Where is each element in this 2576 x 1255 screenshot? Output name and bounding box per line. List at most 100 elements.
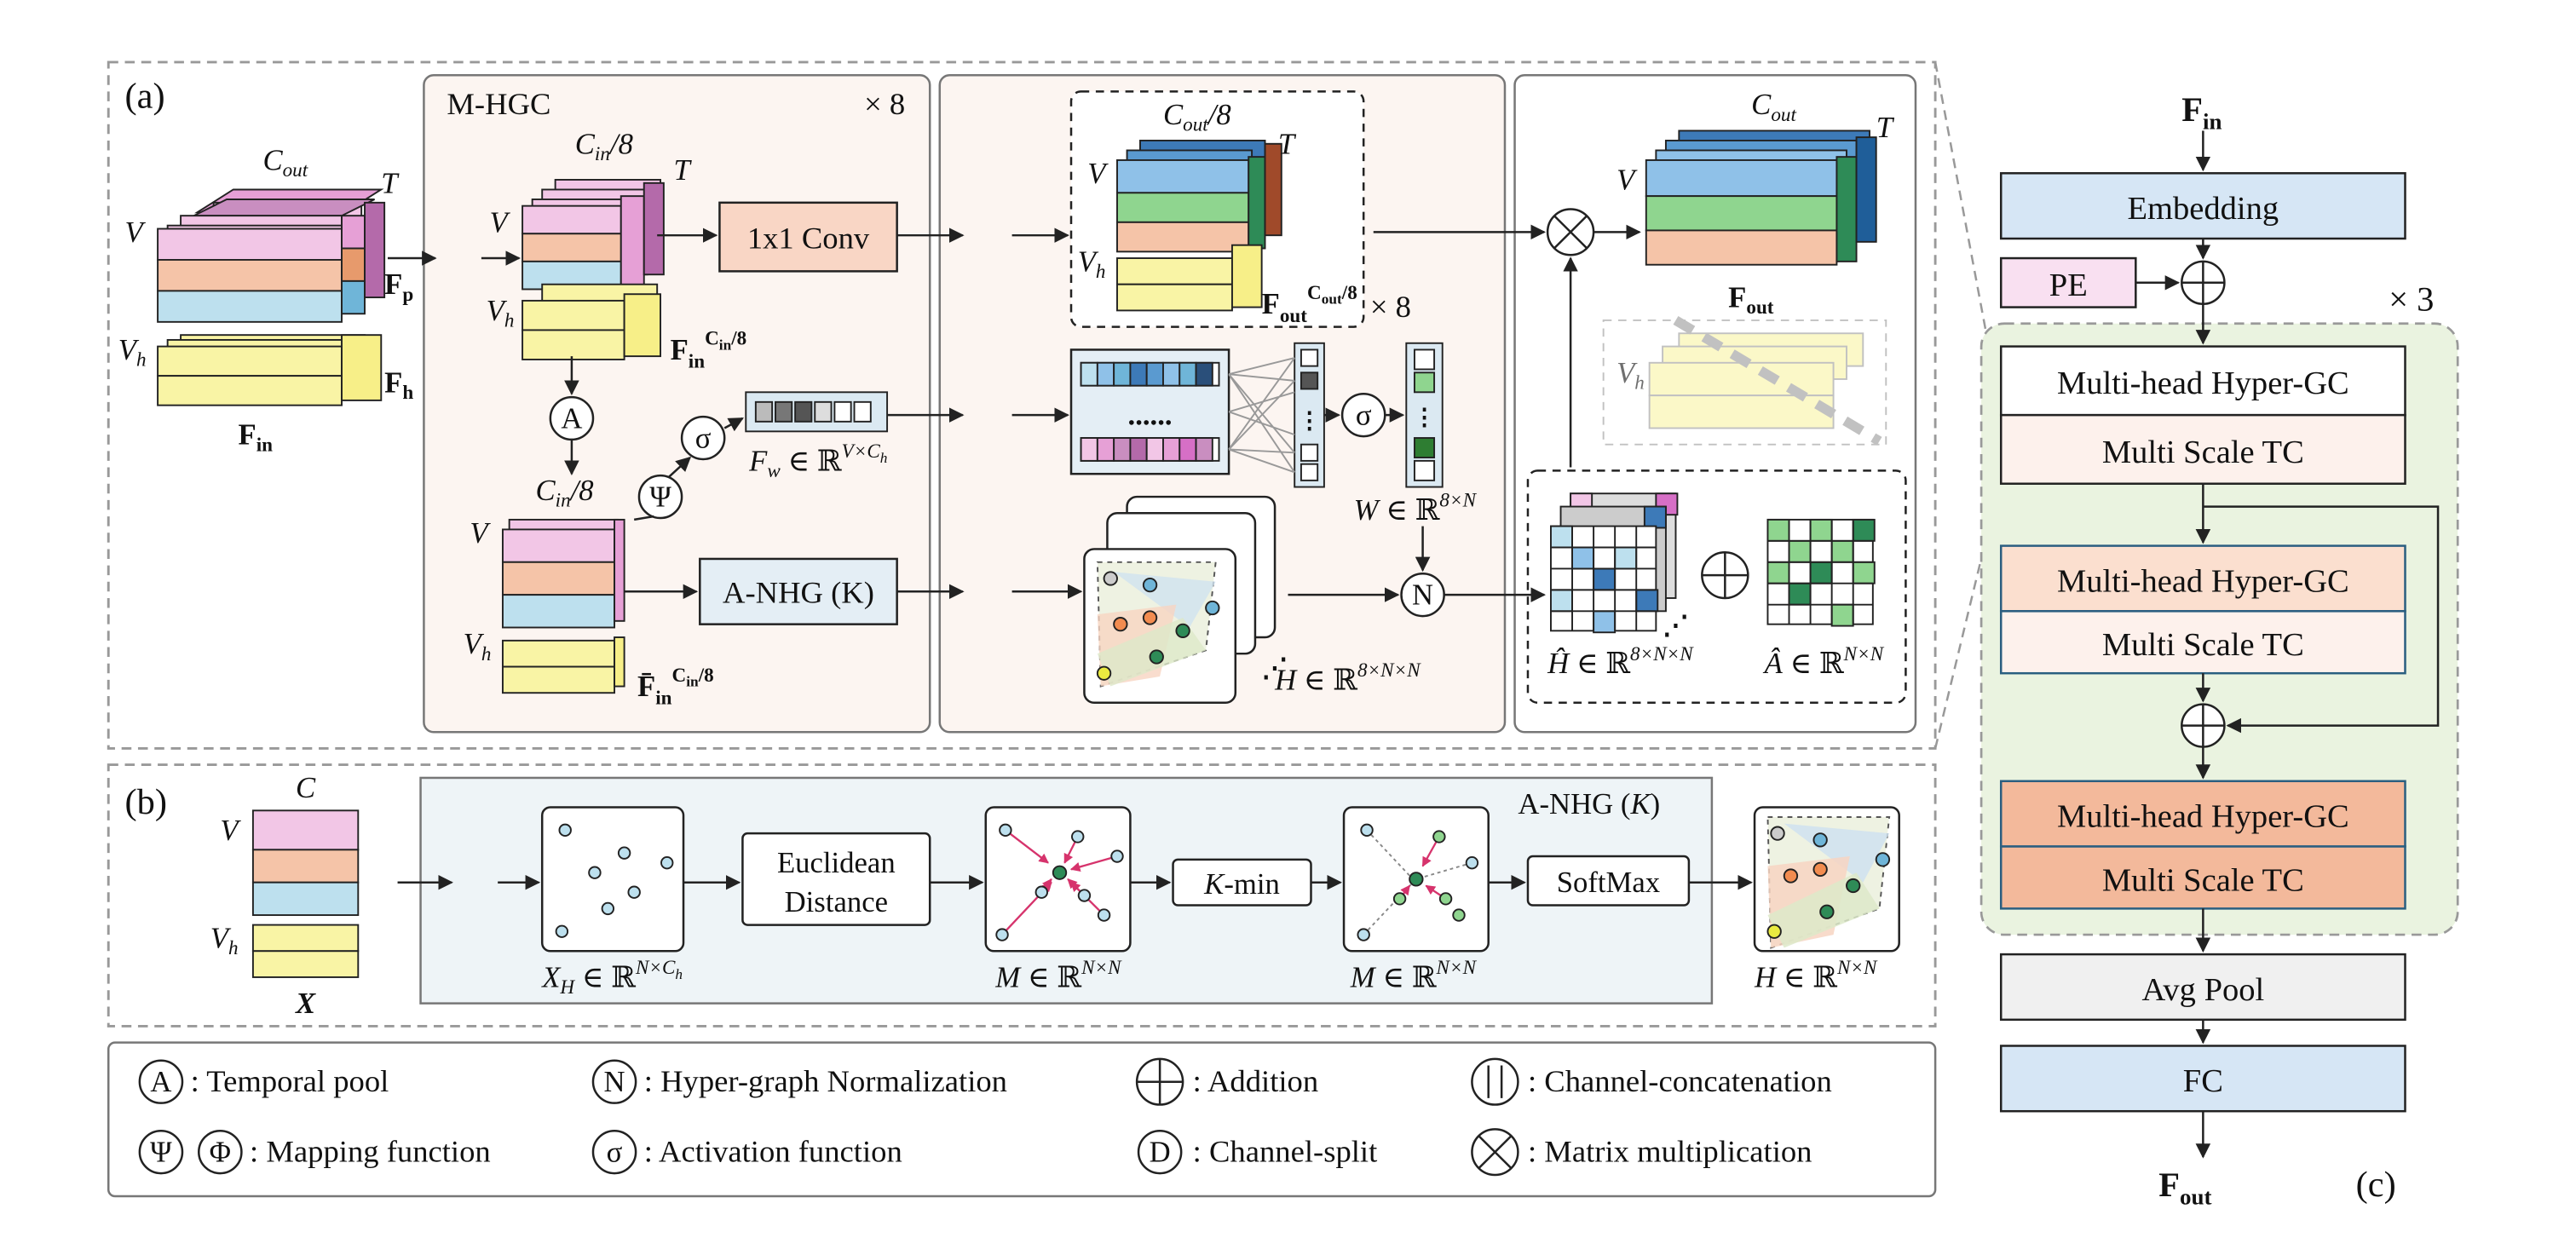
embedding-label: Embedding: [2128, 191, 2279, 227]
input-c-label: Cout: [262, 145, 308, 181]
split-fin-label: FinCin/8: [671, 327, 747, 372]
discarded-vh-label: Vh: [1616, 357, 1645, 394]
svg-text:A: A: [150, 1066, 171, 1098]
discarded-vh-tensor: Vh: [1602, 315, 1887, 446]
pooled-v-label: V: [470, 517, 491, 550]
svg-text:N: N: [1412, 579, 1433, 612]
mhgc-title: M-HGC: [447, 86, 550, 121]
x-c-label: C: [296, 772, 316, 804]
svg-text:σ: σ: [607, 1137, 623, 1169]
pe-label: PE: [2049, 268, 2088, 303]
weight-grid: ...... ⋮ × 8 σ ⋮ W ∈ ℝ8×N: [1069, 289, 1478, 527]
kmin-label: K-min: [1203, 868, 1280, 901]
fout8-tensor: Cout/8 T V Vh FoutCout/8: [1078, 99, 1357, 326]
panel-b-tag: (b): [125, 782, 167, 822]
split-t-label: T: [673, 154, 692, 187]
block1-tc: [1999, 413, 2406, 485]
svg-text:σ: σ: [695, 423, 712, 455]
svg-text:: Matrix multiplication: : Matrix multiplication: [1528, 1134, 1812, 1169]
svg-text:: Channel-split: : Channel-split: [1193, 1134, 1378, 1169]
panel-a: (a) Cout T V Vh Fp Fh Fin D M-HGC × 8: [107, 60, 1937, 750]
conv-box: [718, 201, 898, 273]
panel-c-fin: Fin: [2181, 90, 2222, 134]
legend-item-temporal-pool: A : Temporal pool: [138, 1059, 389, 1104]
svg-text:Φ: Φ: [210, 1137, 231, 1169]
fout8-vh-label: Vh: [1078, 245, 1106, 282]
svg-text:: Hyper-graph Normalization: : Hyper-graph Normalization: [644, 1063, 1007, 1098]
split-v-label: V: [490, 206, 511, 239]
avgpool-label: Avg Pool: [2141, 972, 2264, 1008]
fout8-label: FoutCout/8: [1262, 281, 1357, 326]
addition-op-residual: [2181, 703, 2226, 748]
euclidean-label-1: Euclidean: [777, 847, 896, 879]
fc-label: FC: [2183, 1063, 2223, 1099]
pooled-vh-label: Vh: [464, 628, 492, 665]
addition-op-pe: [2181, 260, 2226, 305]
split-vh-label: Vh: [487, 295, 515, 331]
pe-box: [1999, 256, 2137, 308]
panel-c-fout: Fout: [2158, 1166, 2211, 1209]
conv-label: 1x1 Conv: [747, 221, 870, 256]
split-c8-label: Cin/8: [575, 128, 633, 164]
block2-gc-label: Multi-head Hyper-GC: [2057, 563, 2349, 599]
pooled-fbar-label: F̄inCin/8: [637, 664, 714, 709]
input-v-label: V: [125, 216, 147, 249]
svg-text:Ψ: Ψ: [649, 481, 671, 514]
w-label: W ∈ ℝ8×N: [1354, 489, 1478, 527]
mhgc-times: × 8: [864, 86, 905, 121]
legend-item-channel-split: D : Channel-split: [1137, 1129, 1378, 1175]
legend-item-hypergraph-normalization: N : Hyper-graph Normalization: [591, 1059, 1007, 1104]
svg-text:⋮: ⋮: [1413, 405, 1436, 430]
svg-text:Ψ: Ψ: [150, 1137, 172, 1169]
block2-tc: [1999, 610, 2406, 675]
block3-gc: [1999, 780, 2406, 848]
hypergraph-result-box: H ∈ ℝN×N: [1753, 806, 1900, 993]
x-vh-label: Vh: [210, 922, 239, 959]
legend-item-addition: : Addition: [1135, 1057, 1318, 1106]
pooled-tensor: Cin/8 V Vh F̄inCin/8: [464, 475, 714, 709]
fout-label: Fout: [1728, 282, 1774, 319]
embedding-box: [1999, 172, 2406, 240]
x-tensor: C V Vh X: [210, 772, 360, 1020]
block3-tc: [1999, 845, 2406, 910]
fout-tensor: Cout T V Fout: [1616, 89, 1895, 318]
input-vh-label: Vh: [118, 334, 147, 371]
fc-box: [1999, 1045, 2406, 1113]
block1-tc-label: Multi Scale TC: [2102, 435, 2304, 470]
x-label: X: [295, 987, 316, 1020]
svg-text:⋮: ⋮: [1298, 408, 1321, 434]
fp-label: Fp: [384, 268, 413, 305]
pooled-c8-label: Cin/8: [536, 475, 594, 511]
addition-op-a: [1701, 551, 1749, 600]
fw-label: Fw ∈ ℝV×Ch: [748, 440, 887, 481]
input-t-label: T: [381, 167, 400, 199]
hypergraph-norm-op: N: [1400, 572, 1445, 618]
ahat-matrix: Â ∈ ℝN×N: [1763, 518, 1885, 680]
fh-label: Fh: [384, 366, 413, 403]
legend-item-mapping-function: Ψ Φ : Mapping function: [138, 1129, 491, 1175]
fout8-v-label: V: [1087, 158, 1109, 190]
block1-gc-label: Multi-head Hyper-GC: [2057, 366, 2349, 401]
fout-t-label: T: [1876, 112, 1895, 144]
euclidean-label-2: Distance: [785, 886, 888, 918]
h-label-b: H ∈ ℝN×N: [1754, 956, 1878, 993]
repeat-times: × 3: [2389, 280, 2434, 319]
panel-c: Fin Embedding PE × 3 Multi-head Hyper-GC…: [1980, 90, 2459, 1210]
panel-c-tag: (c): [2356, 1165, 2396, 1205]
panel-a-arrows: [387, 224, 1641, 602]
xh-points-box: XH ∈ ℝN×Ch: [540, 806, 685, 998]
weight-dots: ......: [1128, 400, 1173, 432]
block2-tc-label: Multi Scale TC: [2102, 627, 2304, 663]
svg-text:: Temporal pool: : Temporal pool: [191, 1063, 389, 1098]
svg-text:⋰: ⋰: [1663, 611, 1689, 640]
weights-times: × 8: [1370, 289, 1411, 324]
panel-c-arrows: [2135, 130, 2440, 1159]
svg-text:: Addition: : Addition: [1193, 1063, 1318, 1098]
hhat-matrix: ⋰ Ĥ ∈ ℝ8×N×N: [1547, 492, 1694, 680]
block2-gc: [1999, 544, 2406, 613]
m1-label: M ∈ ℝN×N: [994, 956, 1122, 993]
hhat-label: Ĥ ∈ ℝ8×N×N: [1547, 642, 1694, 680]
fout8-c-label: Cout/8: [1163, 99, 1231, 135]
block3-tc-label: Multi Scale TC: [2102, 862, 2304, 898]
